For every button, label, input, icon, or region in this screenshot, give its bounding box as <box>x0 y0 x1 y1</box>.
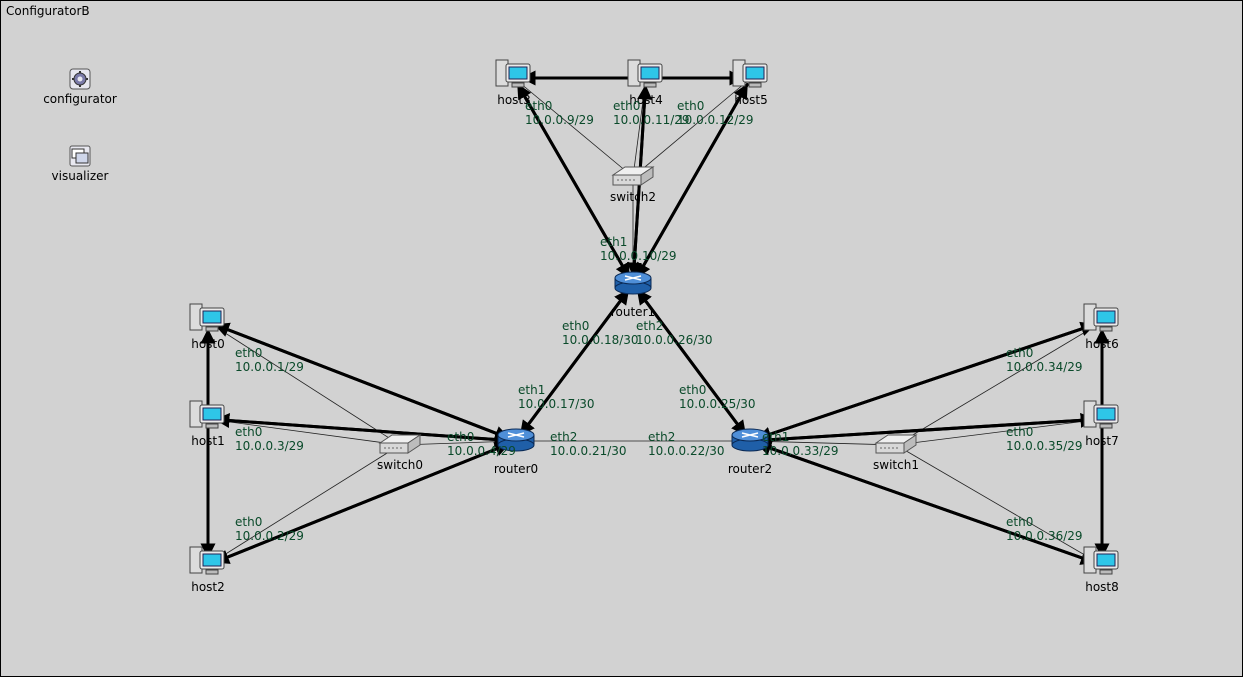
switch-node-switch2[interactable]: switch2 <box>610 166 656 204</box>
router-node-router0[interactable]: router0 <box>494 428 538 476</box>
host-icon <box>189 400 225 429</box>
host-icon <box>189 303 225 332</box>
configurator-module[interactable]: configurator <box>40 68 120 106</box>
node-label: switch1 <box>873 458 919 472</box>
host-icon <box>627 59 663 88</box>
host-node-host3[interactable]: host3 <box>495 59 531 107</box>
route-arrow <box>518 289 630 438</box>
node-label: host4 <box>629 93 663 107</box>
network-title: ConfiguratorB <box>6 4 90 18</box>
node-label: router1 <box>611 305 655 319</box>
host-icon <box>495 59 531 88</box>
window-icon <box>69 145 91 167</box>
router-icon <box>497 428 535 452</box>
host-node-host4[interactable]: host4 <box>627 59 663 107</box>
visualizer-module[interactable]: visualizer <box>40 145 120 183</box>
switch-node-switch0[interactable]: switch0 <box>377 434 423 472</box>
configurator-label: configurator <box>43 92 117 106</box>
node-label: host1 <box>191 434 225 448</box>
link-line <box>749 440 897 446</box>
node-label: host5 <box>734 93 768 107</box>
host-node-host7[interactable]: host7 <box>1083 400 1119 448</box>
host-icon <box>732 59 768 88</box>
host-node-host5[interactable]: host5 <box>732 59 768 107</box>
node-label: host3 <box>497 93 531 107</box>
host-node-host2[interactable]: host2 <box>189 546 225 594</box>
switch-icon <box>874 434 918 454</box>
link-line <box>632 77 752 178</box>
route-arrow <box>214 441 511 564</box>
host-node-host0[interactable]: host0 <box>189 303 225 351</box>
host-node-host1[interactable]: host1 <box>189 400 225 448</box>
node-label: host7 <box>1085 434 1119 448</box>
node-label: switch2 <box>610 190 656 204</box>
switch-node-switch1[interactable]: switch1 <box>873 434 919 472</box>
switch-icon <box>611 166 655 186</box>
router-icon <box>614 271 652 295</box>
route-arrow <box>755 412 1096 443</box>
link-line <box>895 444 1103 566</box>
node-label: host8 <box>1085 580 1119 594</box>
link-line <box>513 77 634 178</box>
router-node-router2[interactable]: router2 <box>728 428 772 476</box>
host-icon <box>1083 546 1119 575</box>
route-arrow <box>214 322 511 441</box>
link-line <box>207 321 401 446</box>
nodes-layer: host3 host4 host5 switch2 router1 host0 host1 h… <box>189 59 1119 594</box>
host-node-host6[interactable]: host6 <box>1083 303 1119 351</box>
host-node-host8[interactable]: host8 <box>1083 546 1119 594</box>
route-arrow <box>636 289 748 438</box>
node-label: router2 <box>728 462 772 476</box>
link-line <box>895 321 1103 446</box>
route-arrow <box>214 413 511 443</box>
link-line <box>207 444 401 566</box>
visualizer-label: visualizer <box>51 169 109 183</box>
link-line <box>895 418 1103 446</box>
router-icon <box>731 428 769 452</box>
link-line <box>207 418 401 446</box>
route-arrow <box>634 83 749 280</box>
node-label: host6 <box>1085 337 1119 351</box>
node-label: router0 <box>494 462 538 476</box>
links-layer <box>207 77 1103 566</box>
route-arrow <box>755 441 1096 565</box>
node-label: host0 <box>191 337 225 351</box>
route-arrow <box>755 321 1096 441</box>
switch-icon <box>378 434 422 454</box>
host-icon <box>1083 400 1119 429</box>
node-label: switch0 <box>377 458 423 472</box>
router-node-router1[interactable]: router1 <box>611 271 655 319</box>
host-icon <box>1083 303 1119 332</box>
gear-icon <box>69 68 91 90</box>
host-icon <box>189 546 225 575</box>
route-arrow <box>516 83 632 280</box>
node-label: host2 <box>191 580 225 594</box>
